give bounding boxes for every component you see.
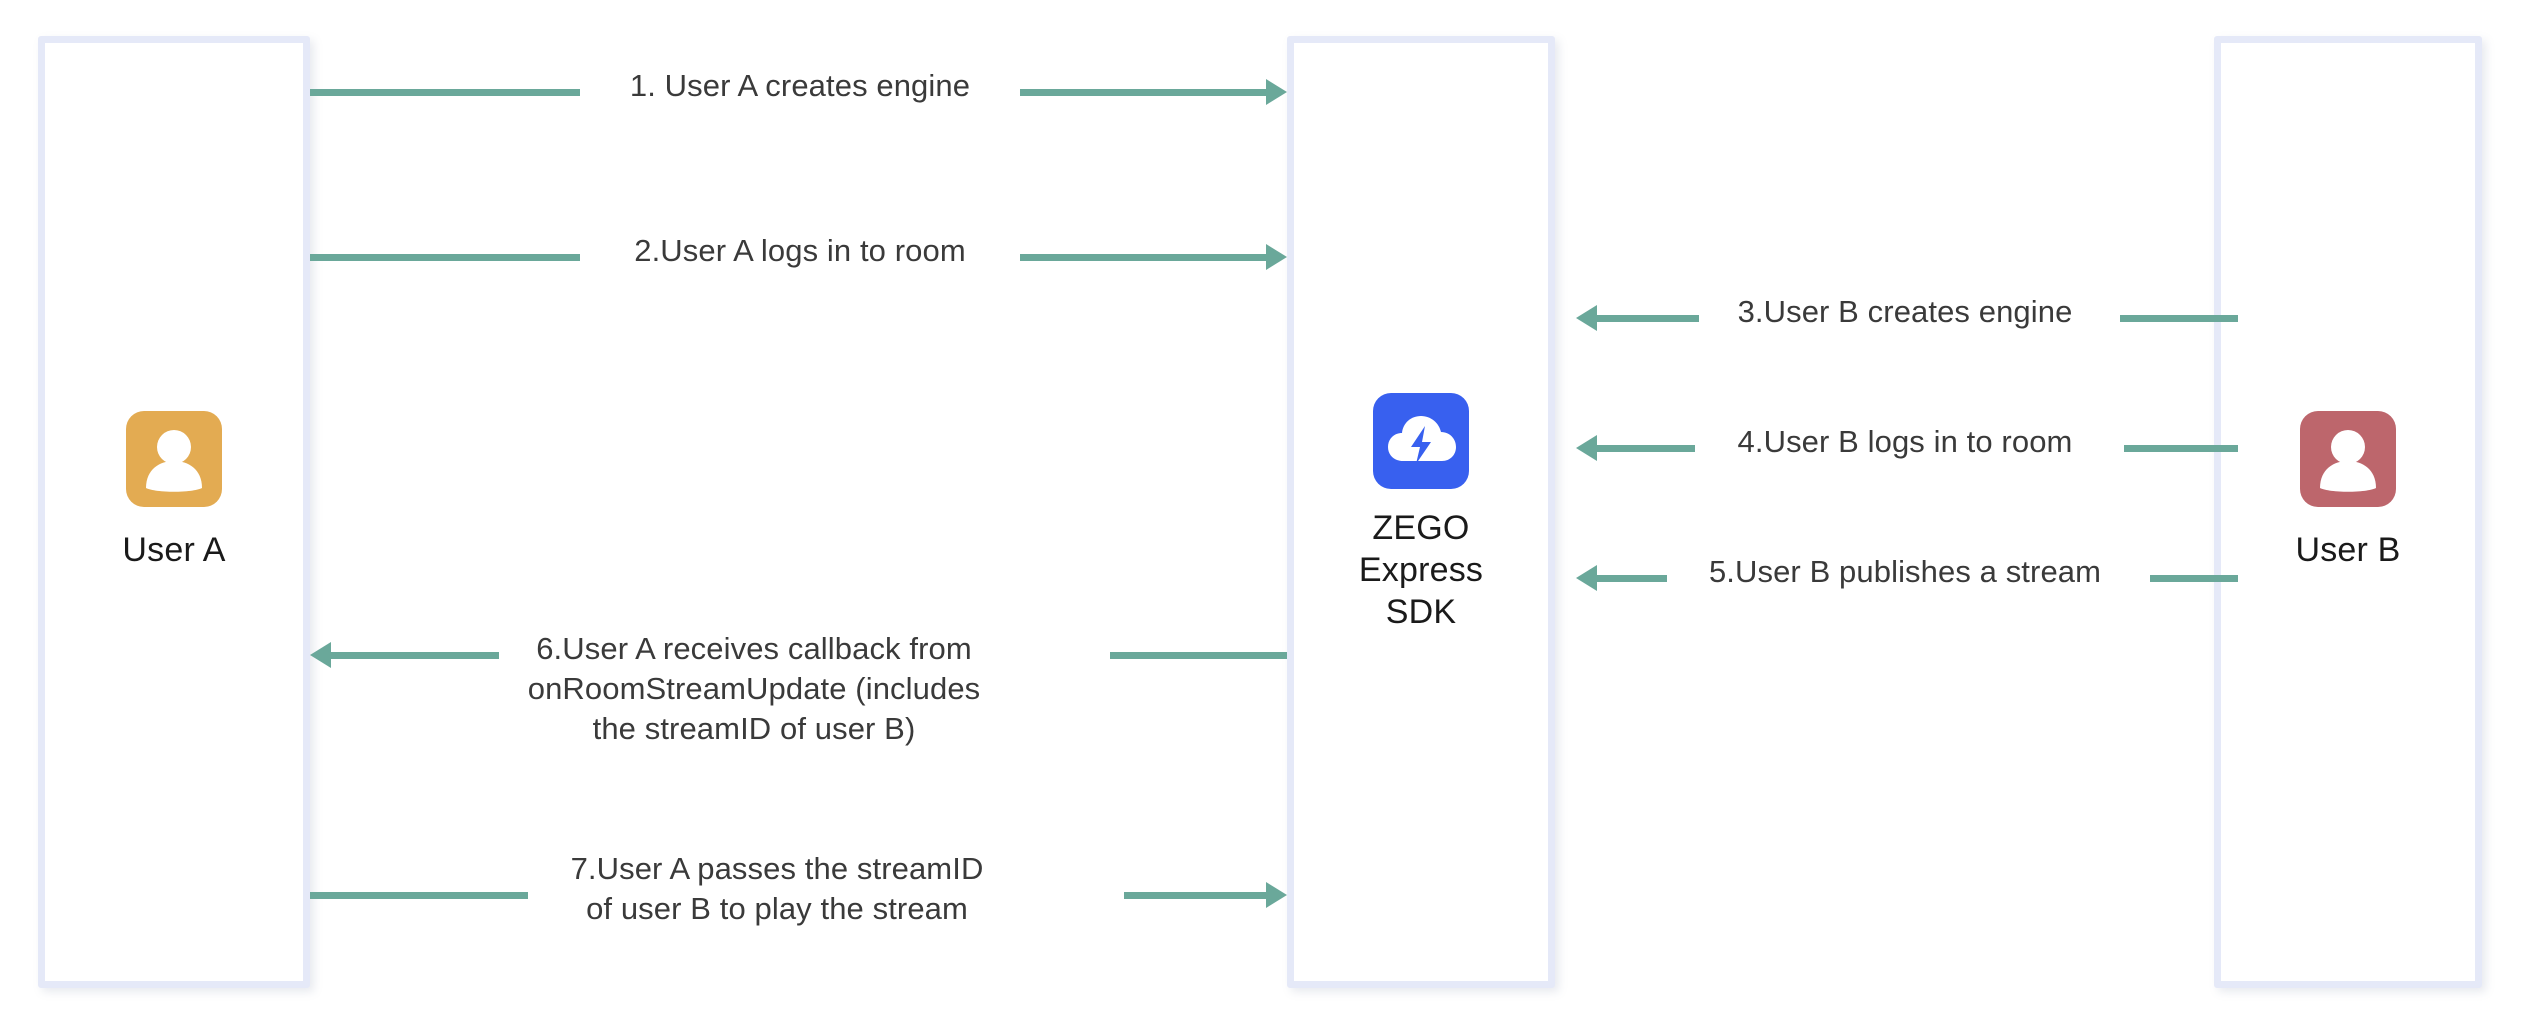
message-6-line-tail [1110, 652, 1287, 659]
message-1-label: 1. User A creates engine [629, 68, 971, 103]
message-7-line [310, 892, 528, 899]
message-1-line [310, 89, 580, 96]
cloud-bolt-icon [1373, 393, 1469, 489]
actor-user-b: User B [2221, 411, 2475, 571]
message-4-line-tail [2124, 445, 2238, 452]
message-2-label: 2.User A logs in to room [634, 233, 966, 268]
message-4-arrowhead [1576, 435, 1597, 461]
actor-user-a: User A [45, 411, 303, 571]
message-5-arrowhead [1576, 565, 1597, 591]
message-2-line-tail [1020, 254, 1266, 261]
message-1-line-tail [1020, 89, 1266, 96]
message-1-arrowhead [1266, 79, 1287, 105]
message-3-line-tail [2120, 315, 2238, 322]
actor-label-user-a: User A [122, 531, 226, 569]
message-4-label: 4.User B logs in to room [1737, 424, 2073, 459]
message-5-line [1597, 575, 1667, 582]
message-7-label: 7.User A passes the streamID of user B t… [570, 851, 984, 926]
actor-sdk: ZEGO Express SDK [1294, 393, 1548, 633]
person-icon [2300, 411, 2396, 507]
lane-user-b: User B [2214, 36, 2482, 988]
message-6-line [331, 652, 499, 659]
lane-user-a: User A [38, 36, 310, 988]
message-2-line [310, 254, 580, 261]
message-7-arrowhead [1266, 882, 1287, 908]
message-6-label: 6.User A receives callback from onRoomSt… [527, 631, 981, 746]
message-2-arrowhead [1266, 244, 1287, 270]
message-7-line-tail [1124, 892, 1266, 899]
message-3-line [1597, 315, 1699, 322]
message-5-line-tail [2150, 575, 2238, 582]
message-6-arrowhead [310, 642, 331, 668]
person-icon [126, 411, 222, 507]
message-5-label: 5.User B publishes a stream [1708, 554, 2102, 589]
actor-label-user-b: User B [2295, 531, 2401, 569]
message-4-line [1597, 445, 1695, 452]
lane-sdk: ZEGO Express SDK [1287, 36, 1555, 988]
message-3-arrowhead [1576, 305, 1597, 331]
message-3-label: 3.User B creates engine [1737, 294, 2073, 329]
actor-label-sdk: ZEGO Express SDK [1358, 509, 1484, 631]
